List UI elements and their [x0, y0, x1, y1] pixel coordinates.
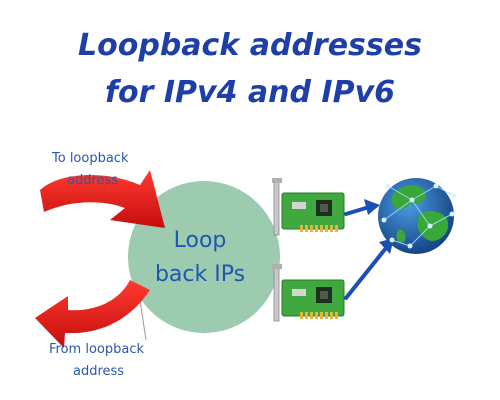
title-line-1: Loopback addresses — [78, 28, 422, 63]
from-loopback-label-line2: address — [73, 364, 125, 379]
network-card-icon — [272, 178, 345, 236]
center-label-line2: back IPs — [154, 262, 246, 287]
divider-line-bottom — [139, 299, 147, 341]
blue-arrow-top — [344, 199, 380, 216]
to-loopback-label-line2: address — [67, 173, 119, 188]
to-loopback-label-line1: To loopback — [52, 151, 129, 166]
from-loopback-label-line1: From loopback — [49, 342, 145, 357]
globe-network-icon — [378, 178, 457, 254]
outgoing-red-arrow — [35, 280, 150, 348]
incoming-red-arrow — [40, 170, 165, 228]
blue-arrow-bottom — [344, 238, 394, 300]
network-card-icon — [272, 264, 345, 322]
loopback-circle — [128, 181, 280, 333]
center-label-line1: Loop — [173, 228, 227, 253]
title-line-2: for IPv4 and IPv6 — [104, 75, 396, 110]
